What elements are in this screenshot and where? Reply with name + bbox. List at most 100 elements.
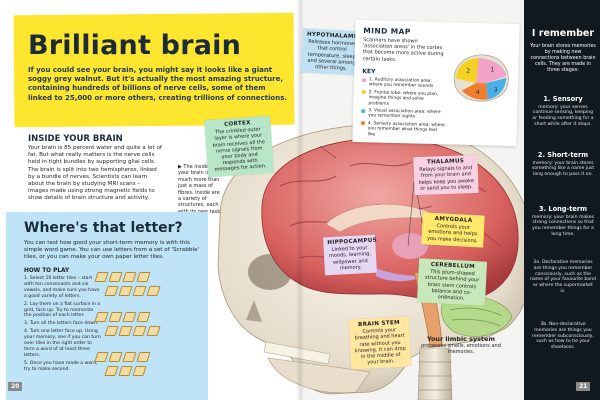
mind-map-text: Scanners have shown 'association areas' … — [362, 37, 444, 63]
svg-text:4: 4 — [476, 89, 480, 96]
letter-tile — [108, 272, 123, 282]
letter-tile — [132, 326, 147, 336]
callout-thalamus: THALAMUS Relays signals to and from your… — [413, 154, 479, 196]
remember-column — [524, 0, 600, 400]
callout-cerebellum: CEREBELLUM This plum-shaped structure be… — [416, 258, 488, 306]
remember-item-heading: 1. Sensory — [543, 95, 583, 103]
jaw — [267, 357, 371, 393]
remember-item-heading: 2. Short-term — [537, 151, 589, 159]
callout-brain-stem: BRAIN STEM Controls your breathing and h… — [348, 316, 412, 370]
letter-tile — [122, 352, 137, 362]
remember-item: 3a. Declarative memories are things you … — [530, 260, 596, 295]
howto-step: 3. Turn all the letters face down. — [24, 321, 99, 327]
letter-tile — [132, 286, 147, 296]
key-color-swatch — [361, 108, 366, 113]
key-item: 3. Visual association area: where you re… — [361, 108, 445, 121]
key-item: 1. Auditory association area: where you … — [362, 77, 446, 90]
letter-tile — [122, 272, 137, 282]
remember-item: 3. Long-term memory: your brain makes st… — [530, 205, 596, 238]
svg-text:1: 1 — [490, 66, 494, 73]
callout-text: Controls your emotions and helps you mak… — [426, 223, 479, 244]
letter-tile — [122, 312, 137, 322]
callout-cortex: CORTEX The crinkled outer layer is where… — [204, 115, 274, 177]
callout-text: Controls your breathing and heart rate w… — [354, 327, 406, 366]
howto-steps: 1. Select 16 letter tiles – start with t… — [24, 276, 102, 375]
nose-cavity — [246, 300, 262, 322]
letter-tile — [104, 326, 119, 336]
letter-tile — [94, 352, 109, 362]
page-title: Brilliant brain — [28, 30, 242, 61]
upper-teeth — [263, 341, 331, 365]
callout-text: Releases hormones that control temperatu… — [307, 38, 357, 72]
mind-map-panel: MIND MAP Scanners have shown 'associatio… — [352, 19, 520, 147]
remember-item-text: 3a. Declarative memories are things you … — [530, 260, 596, 294]
svg-text:3: 3 — [494, 87, 498, 94]
key-color-swatch — [362, 77, 367, 82]
callout-text: Linked to your moods, learning, willpowe… — [328, 245, 372, 272]
key-item-text: 1. Auditory association area: where you … — [368, 77, 434, 90]
key-item-text: 2. Frontal lobe: where you plan, imagine… — [368, 90, 439, 107]
intro-text: If you could see your brain, you might s… — [28, 66, 288, 102]
callout-amygdala: AMYGDALA Controls your emotions and help… — [421, 212, 485, 248]
callout-hippocampus: HIPPOCAMPUS Linked to your moods, learni… — [323, 234, 377, 276]
spine — [417, 347, 453, 400]
mind-map-key-label: KEY — [362, 68, 376, 76]
key-color-swatch — [360, 121, 365, 126]
callout-text: Relays signals to and from your brain an… — [418, 165, 475, 192]
gutter — [296, 0, 304, 400]
remember-item-text: memory: your brain makes strong connecti… — [532, 214, 594, 237]
remember-item-text: 3b. Non-declarative memories are things … — [532, 322, 594, 351]
letter-tile — [108, 352, 123, 362]
inside-body: Your brain is 85 percent water and quite… — [28, 145, 162, 202]
remember-item-text: memory: your brain stores something like… — [531, 160, 595, 178]
mind-map-brain-icon: 2 1 3 4 — [453, 54, 509, 102]
page-number-left: 20 — [8, 382, 23, 391]
callout-text: The crinkled outer layer is where your b… — [212, 126, 267, 174]
key-color-swatch — [361, 90, 366, 95]
letter-tile — [146, 286, 161, 296]
mind-map-key: 1. Auditory association area: where you … — [360, 77, 447, 141]
letter-tiles-illustration — [94, 272, 206, 392]
howto-step: 5. Once you have made a word, try to mak… — [24, 360, 98, 372]
letter-tile — [104, 366, 119, 376]
key-item-text: 4. Sensory association area: where you r… — [367, 121, 445, 138]
limbic-text: processes smells, emotions and memories. — [421, 343, 501, 356]
limbic-lead: Your limbic system — [427, 335, 495, 343]
letter-tile — [146, 326, 161, 336]
key-item-text: 3. Visual association area: where you re… — [368, 108, 441, 120]
howto-step: 4. Turn one letter face up. Using your m… — [24, 329, 101, 358]
where-heading: Where's that letter? — [24, 220, 183, 236]
letter-tile — [136, 312, 151, 322]
howto-step: 2. Lay them on a flat surface in a grid,… — [24, 301, 101, 319]
limbic-caption: Your limbic system processes smells, emo… — [420, 336, 502, 356]
remember-item-text: memory: your senses continue sensing, ke… — [532, 104, 594, 127]
page-number-right: 21 — [576, 382, 591, 391]
inside-side-note: ▶ The inside of your brain is much more … — [178, 164, 222, 215]
letter-tile — [118, 286, 133, 296]
remember-item-heading: 3. Long-term — [538, 205, 588, 213]
remember-item: 1. Sensory memory: your senses continue … — [530, 95, 596, 128]
howto-heading: HOW TO PLAY — [24, 268, 70, 274]
remember-intro: Your brain stores memories by making new… — [530, 44, 596, 73]
letter-tile — [94, 272, 109, 282]
letter-tile — [136, 272, 151, 282]
svg-text:2: 2 — [466, 68, 470, 75]
letter-tile — [104, 286, 119, 296]
key-item: 2. Frontal lobe: where you plan, imagine… — [361, 90, 445, 108]
howto-step: 1. Select 16 letter tiles – start with t… — [24, 276, 100, 299]
callout-text: This plum-shaped structure behind your b… — [424, 269, 480, 302]
letter-tile — [118, 326, 133, 336]
inside-heading: INSIDE YOUR BRAIN — [28, 134, 123, 144]
letter-tile — [132, 366, 147, 376]
letter-tile — [118, 366, 133, 376]
where-body: You can test how good your short-term me… — [24, 240, 199, 261]
key-item: 4. Sensory association area: where you r… — [360, 121, 445, 139]
remember-item: 2. Short-term memory: your brain stores … — [530, 151, 596, 178]
letter-tile — [108, 312, 123, 322]
remember-title: I remember — [531, 28, 595, 39]
letter-tile — [136, 352, 151, 362]
thalamus-shape — [392, 233, 428, 259]
letter-tile — [94, 312, 109, 322]
mind-map-title: MIND MAP — [363, 26, 411, 37]
